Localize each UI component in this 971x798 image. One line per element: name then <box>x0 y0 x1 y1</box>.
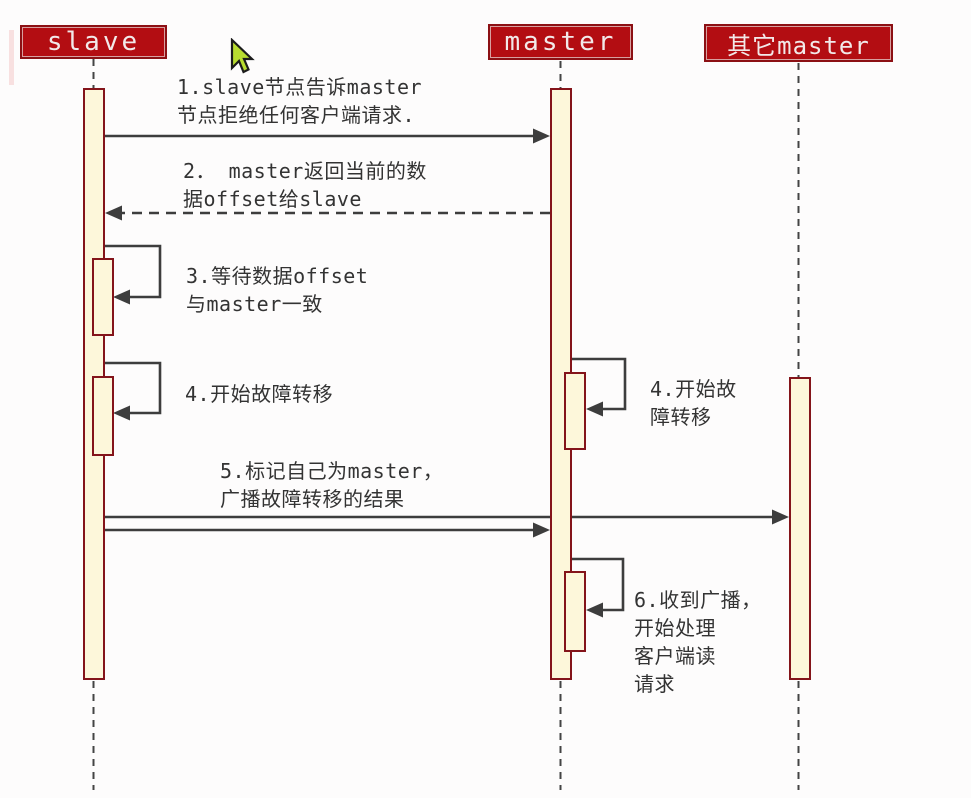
participant-slave: slave <box>20 25 167 59</box>
arrow-msg6-loop <box>572 557 625 612</box>
msg3-line2: 与master一致 <box>186 292 323 316</box>
participant-master-label: master <box>504 27 617 57</box>
msg2-label: 2． master返回当前的数 据offset给slave <box>183 157 427 213</box>
msg1-line1: 1.slave节点告诉master <box>177 75 423 99</box>
edge-artifact <box>9 30 14 85</box>
mouse-cursor-icon <box>230 38 255 74</box>
msg2-line1: 2． master返回当前的数 <box>183 159 427 183</box>
msg6-line2: 开始处理 <box>634 616 716 640</box>
activation-master-msg4 <box>564 372 586 450</box>
msg4-master-label: 4.开始故 障转移 <box>650 375 737 431</box>
msg4-slave-label: 4.开始故障转移 <box>185 380 333 408</box>
msg5-line2: 广播故障转移的结果 <box>220 487 405 511</box>
activation-slave-msg4 <box>92 376 114 456</box>
arrow-msg5-broadcast-head <box>772 509 789 525</box>
arrow-msg5-master-head <box>533 522 550 538</box>
participant-master: master <box>488 24 633 60</box>
msg2-line2: 据offset给slave <box>183 187 362 211</box>
activation-other-master <box>789 377 811 680</box>
participant-slave-label: slave <box>46 27 141 57</box>
arrow-msg6-head <box>586 602 603 618</box>
msg6-label: 6.收到广播， 开始处理 客户端读 请求 <box>634 586 762 698</box>
arrow-msg4-master-head <box>586 401 603 417</box>
participant-other-master: 其它master <box>704 24 893 62</box>
msg1-line2: 节点拒绝任何客户端请求. <box>177 103 416 127</box>
msg6-line4: 请求 <box>634 672 675 696</box>
activation-slave-msg3 <box>92 258 114 336</box>
msg5-label: 5.标记自己为master， 广播故障转移的结果 <box>220 457 443 513</box>
msg5-line1: 5.标记自己为master， <box>220 459 444 483</box>
arrow-msg2-head <box>105 205 122 221</box>
arrow-msg4-master-loop <box>572 357 627 411</box>
msg3-line1: 3.等待数据offset <box>186 264 369 288</box>
participant-other-master-label: 其它master <box>727 31 870 60</box>
arrow-msg1-head <box>533 128 550 144</box>
arrow-msg4-slave-head <box>113 405 130 421</box>
arrow-msg4-slave-loop <box>105 361 162 415</box>
cursor-arrow-shape <box>230 38 255 74</box>
msg4-slave-line1: 4.开始故障转移 <box>185 382 334 406</box>
msg3-label: 3.等待数据offset 与master一致 <box>186 262 368 318</box>
msg4-master-line1: 4.开始故 <box>650 377 737 401</box>
msg6-line3: 客户端读 <box>634 644 716 668</box>
arrow-msg3-head <box>113 289 130 305</box>
msg1-label: 1.slave节点告诉master 节点拒绝任何客户端请求. <box>177 73 422 129</box>
arrow-msg3-loop <box>105 244 162 299</box>
msg6-line1: 6.收到广播， <box>634 588 762 612</box>
msg4-master-line2: 障转移 <box>650 405 712 429</box>
activation-master-msg6 <box>564 571 586 652</box>
